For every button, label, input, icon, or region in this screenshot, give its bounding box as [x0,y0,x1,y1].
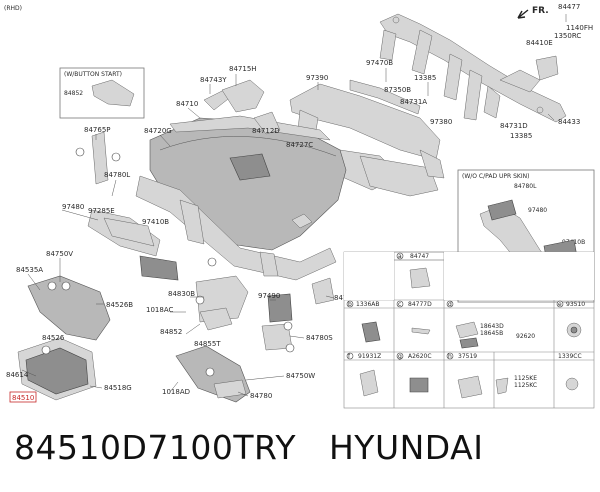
duct-84712d [253,111,281,135]
label-84510[interactable]: 84510 [12,394,34,402]
svg-text:f: f [348,353,351,360]
crash-pad-main [149,115,347,251]
inset-trim [487,199,517,221]
vent-97410b [139,255,179,281]
inset-button-start [59,67,145,119]
label-97480[interactable]: 97480 [62,203,84,211]
label-1350rc[interactable]: 1350RC [554,32,581,40]
label-1018ac[interactable]: 1018AC [146,306,173,314]
label-84780l[interactable]: 84780L [104,171,130,179]
grid-cell-labels: a 84747 b 1336AB c 84777D d 18643D 18645… [346,252,585,389]
label-84780[interactable]: 84780 [250,392,272,400]
label-1140fh[interactable]: 1140FH [566,24,593,32]
grid-part-1339cc[interactable]: 1339CC [558,353,582,360]
label-84433[interactable]: 84433 [558,118,580,126]
label-87350b[interactable]: 87350B [384,86,411,94]
label-84750v[interactable]: 84750V [46,250,73,258]
label-97410b[interactable]: 97410B [142,218,169,226]
callout-circles [41,147,295,377]
label-84614[interactable]: 84614 [6,371,29,379]
label-97285e[interactable]: 97285E [88,207,115,215]
front-indicator: FR. [532,6,549,16]
cowl-crossbar-assembly [379,13,567,123]
exploded-view-svg: (RHD) FR. [4,3,595,409]
svg-text:d: d [448,301,452,308]
grid-blank-left [344,252,394,300]
label-84731d[interactable]: 84731D [500,122,528,130]
label-97380[interactable]: 97380 [430,118,452,126]
inset-switch-panel [91,79,135,107]
label-97470b[interactable]: 97470B [366,59,393,67]
cover-84715h [221,79,265,113]
label-84715h[interactable]: 84715H [229,65,257,73]
label-13385-a[interactable]: 13385 [414,74,436,82]
part-labels: 84477 1140FH 1350RC 84410E 84433 97470B … [6,3,593,402]
grid-part-1125kc[interactable]: 1125KC [514,382,537,389]
grid-part-1336ab[interactable]: 1336AB [356,301,380,308]
grid-blank-top [444,252,594,300]
grid-part-18643d[interactable]: 18643D [480,323,504,330]
highlight-84510-frame [9,391,37,403]
grid-part-1125ke[interactable]: 1125KE [514,375,537,382]
label-84743y[interactable]: 84743Y [200,76,227,84]
grid-part-91931z[interactable]: 91931Z [358,353,381,360]
label-84477[interactable]: 84477 [558,3,580,11]
label-84731a[interactable]: 84731A [400,98,427,106]
svg-text:e: e [558,301,562,308]
crash-pad-frame [135,175,337,281]
switch-84852 [199,307,233,331]
inset-no-cpad-skin [457,169,595,303]
label-84526b[interactable]: 84526B [106,301,133,309]
inset-no-cpad-title: (W/O C/PAD UPR SKIN) [462,173,529,180]
svg-text:c: c [398,301,401,308]
svg-text:h: h [448,353,452,360]
lower-panel-84750v [27,275,111,341]
svg-text:g: g [398,353,402,360]
label-84852[interactable]: 84852 [160,328,182,336]
front-arrow-icon [517,9,529,19]
inset-no-cpad-part-1: 97480 [528,207,547,214]
label-84830b[interactable]: 84830B [168,290,195,298]
grid-part-18645b[interactable]: 18645B [480,330,503,337]
tray-84780 [213,379,247,399]
label-84518g[interactable]: 84518G [104,384,132,392]
label-84780s[interactable]: 84780S [306,334,333,342]
label-97390[interactable]: 97390 [306,74,328,82]
part-number-caption: 84510D7100TRY HYUNDAI [14,428,484,467]
grid-part-a2620c[interactable]: A2620C [408,353,432,360]
inset-button-start-part: 84852 [64,90,83,97]
inset-button-start-title: (W/BUTTON START) [64,71,122,78]
grid-part-92620[interactable]: 92620 [516,333,535,340]
svg-text:b: b [348,301,352,308]
label-1018ad[interactable]: 1018AD [162,388,190,396]
label-84727c[interactable]: 84727C [286,141,313,149]
label-84855t[interactable]: 84855T [194,340,221,348]
label-84410e[interactable]: 84410E [526,39,553,47]
garnish-97285e [103,217,155,247]
label-84765p[interactable]: 84765P [84,126,111,134]
inset-no-cpad-part-0: 84780L [514,183,537,190]
label-84535a[interactable]: 84535A [16,266,43,274]
svg-text:a: a [398,253,402,260]
label-84526[interactable]: 84526 [42,334,65,342]
grid-part-84777d[interactable]: 84777D [408,301,432,308]
side-cover-84765p [91,131,109,185]
label-84750w[interactable]: 84750W [286,372,315,380]
leader-lines [21,14,567,397]
label-84710[interactable]: 84710 [176,100,198,108]
label-84720g[interactable]: 84720G [144,127,172,135]
side-cover-84766p [311,277,335,305]
grid-part-37519[interactable]: 37519 [458,353,477,360]
grid-part-84747[interactable]: 84747 [410,253,429,260]
glove-box-inner [25,347,89,395]
label-13385-b[interactable]: 13385 [510,132,532,140]
grid-part-93510[interactable]: 93510 [566,301,585,308]
label-84712d[interactable]: 84712D [252,127,280,135]
grid-part-drawings [359,267,582,399]
vent-97490 [267,293,293,323]
rhd-label: (RHD) [4,5,22,12]
label-97490[interactable]: 97490 [258,292,280,300]
